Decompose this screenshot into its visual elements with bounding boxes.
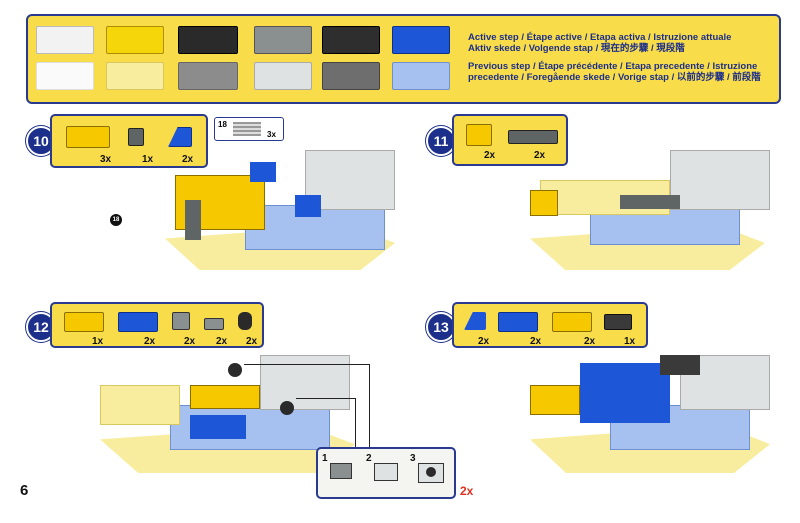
- sub-step-2-part-icon: [374, 463, 398, 481]
- callout-quantity: 2x: [460, 484, 474, 498]
- blue-slope-icon: [464, 312, 486, 330]
- brick-darkgrey-active-icon: [322, 26, 380, 54]
- part-qty: 2x: [530, 336, 542, 347]
- model-black-round: [228, 363, 242, 377]
- model-yellow-block: [190, 385, 260, 409]
- connector-line: [244, 364, 370, 448]
- parts-list-box: 2x 2x: [452, 114, 568, 166]
- ruler-qty: 3x: [267, 130, 276, 139]
- active-step-line1: Active step / Étape active / Etapa activ…: [468, 32, 732, 43]
- parts-list-box: 2x 2x 2x 1x: [452, 302, 648, 348]
- yellow-brick-2x2-icon: [466, 124, 492, 146]
- ruler-brick-stack-icon: [233, 122, 261, 136]
- part-qty: 2x: [246, 336, 258, 347]
- model-dark-pillar: [185, 200, 201, 240]
- part-qty: 2x: [216, 336, 228, 347]
- part-qty: 2x: [182, 154, 194, 165]
- grey-clip-icon: [172, 312, 190, 330]
- connector-line: [296, 398, 356, 448]
- model-yellow-block: [530, 385, 580, 415]
- brick-blue-active-icon: [392, 26, 450, 54]
- part-qty: 2x: [484, 150, 496, 161]
- grey-brick-1x6-icon: [508, 130, 558, 144]
- sub-step-1-part-icon: [330, 463, 352, 479]
- step-10-assembly-illustration: [155, 130, 405, 280]
- model-blue-block: [580, 363, 670, 423]
- sub-step-3: 3: [410, 453, 416, 464]
- part-qty: 2x: [478, 336, 490, 347]
- sub-step-2: 2: [366, 453, 372, 464]
- brick-grey-previous-icon: [254, 62, 312, 90]
- previous-step-line2: precedente / Foregående skede / Vorige s…: [468, 72, 761, 83]
- grey-brick-1x1-icon: [128, 128, 144, 146]
- page-number: 6: [20, 482, 29, 499]
- part-qty: 2x: [144, 336, 156, 347]
- color-legend-panel: Active step / Étape active / Etapa activ…: [26, 14, 781, 104]
- model-dark-plate: [660, 355, 700, 375]
- model-blue-slope: [250, 162, 276, 182]
- brick-blue-previous-icon: [392, 62, 450, 90]
- black-round-brick-icon: [238, 312, 252, 330]
- part-qty: 3x: [100, 154, 112, 165]
- yellow-brick-2x4-icon: [66, 126, 110, 148]
- model-grey-back: [305, 150, 395, 210]
- step-13-assembly-illustration: [520, 345, 785, 480]
- model-blue-block: [190, 415, 246, 439]
- model-black-round: [280, 401, 294, 415]
- ruler-callout: 18 3x: [214, 117, 284, 141]
- brick-white-active-icon: [36, 26, 94, 54]
- parts-list-box: 3x 1x 2x: [50, 114, 208, 168]
- part-qty: 1x: [142, 154, 154, 165]
- parts-list-box: 1x 2x 2x 2x 2x: [50, 302, 264, 348]
- model-blue-slope: [295, 195, 321, 217]
- model-dark-beam: [620, 195, 680, 209]
- yellow-brick-2x4-icon: [552, 312, 592, 332]
- model-yellow-2x2: [530, 190, 558, 216]
- brick-black-active-icon: [178, 26, 238, 54]
- sub-step-3-black-round-icon: [426, 467, 436, 477]
- blue-brick-2x4-icon: [118, 312, 158, 332]
- brick-black-previous-icon: [178, 62, 238, 90]
- legend-text: Active step / Étape active / Etapa activ…: [468, 32, 761, 90]
- brick-yellow-previous-icon: [106, 62, 164, 90]
- part-qty: 1x: [624, 336, 636, 347]
- step-11-assembly-illustration: [520, 135, 785, 280]
- model-white-left: [100, 385, 180, 425]
- part-qty: 2x: [534, 150, 546, 161]
- callout-18-marker: 18: [110, 214, 122, 226]
- brick-yellow-active-icon: [106, 26, 164, 54]
- blue-brick-2x4-icon: [498, 312, 538, 332]
- ruler-length: 18: [218, 120, 227, 129]
- previous-step-line1: Previous step / Étape précédente / Etapa…: [468, 61, 758, 72]
- part-qty: 2x: [584, 336, 596, 347]
- yellow-brick-2x4-icon: [64, 312, 104, 332]
- part-qty: 1x: [92, 336, 104, 347]
- part-qty: 2x: [184, 336, 196, 347]
- sub-assembly-callout: 1 2 3: [316, 447, 456, 499]
- brick-white-previous-icon: [36, 62, 94, 90]
- dark-grey-plate-icon: [604, 314, 632, 330]
- model-grey-back: [670, 150, 770, 210]
- sub-step-1: 1: [322, 453, 328, 464]
- active-step-line2: Aktiv skede / Volgende stap / 現在的步驟 / 現段…: [468, 43, 685, 54]
- brick-darkgrey-previous-icon: [322, 62, 380, 90]
- brick-grey-active-icon: [254, 26, 312, 54]
- callout-18-label: 18: [112, 217, 120, 223]
- grey-plate-icon: [204, 318, 224, 330]
